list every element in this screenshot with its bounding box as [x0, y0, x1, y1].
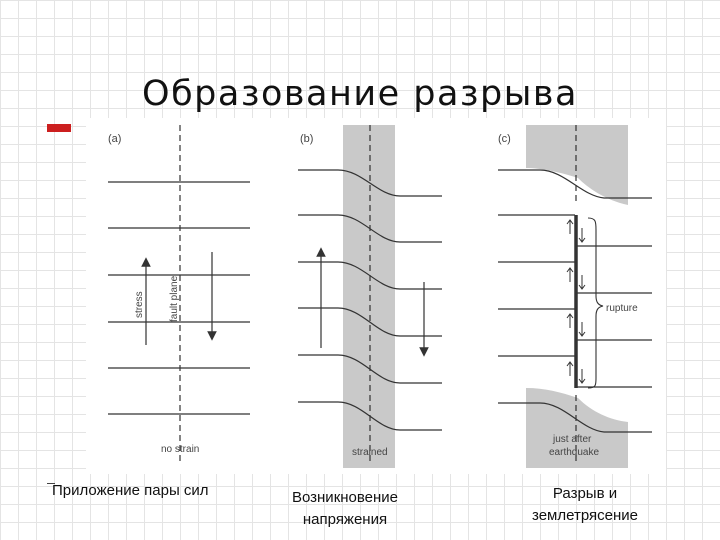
- panel-c-lower-strained-block: [526, 388, 628, 468]
- panel-a-fault-plane-label: fault plane: [169, 275, 180, 322]
- panel-a: (a) stress fault plane no strain: [108, 125, 250, 465]
- panel-c-bottom-label-2: earthquake: [549, 447, 599, 458]
- slip-arrow-down: [578, 322, 586, 337]
- slip-arrow-up: [566, 267, 574, 282]
- slide-title: Образование разрыва: [142, 74, 578, 114]
- slip-arrow-up: [566, 361, 574, 376]
- panel-c-bottom-label-1: just after: [552, 434, 592, 445]
- caption-c-line1: Разрыв и: [552, 485, 618, 502]
- panel-c-rupture-brace: [587, 217, 604, 389]
- panel-b-strained-zone: [343, 125, 395, 468]
- panel-c-lower-bent-line: [498, 402, 652, 433]
- slip-arrow-up: [566, 313, 574, 328]
- slip-arrow-down: [578, 369, 586, 384]
- panel-c-rupture-label: rupture: [606, 303, 638, 314]
- caption-a-line1: Приложение пары сил: [52, 482, 209, 499]
- panel-c-offset-lines: [498, 214, 652, 388]
- slip-arrow-down: [578, 275, 586, 290]
- bent-layer-line: [298, 214, 442, 243]
- panel-a-horizontal-lines: [108, 181, 250, 415]
- title-accent-bar: [47, 124, 71, 132]
- panel-b-bottom-label: strained: [352, 447, 388, 458]
- caption-c-line2: землетрясение: [532, 507, 638, 524]
- slip-arrow-down: [578, 228, 586, 243]
- panel-b-bent-lines: [298, 169, 442, 431]
- bent-layer-line: [298, 401, 442, 431]
- panel-c-slip-arrows: [566, 219, 586, 384]
- bent-layer-line: [298, 307, 442, 337]
- panel-a-stress-label: stress: [134, 291, 145, 318]
- caption-panel-b: Возникновение напряжения: [255, 487, 435, 531]
- bent-layer-line: [298, 261, 442, 290]
- slip-arrow-up: [566, 219, 574, 234]
- caption-tick: [47, 483, 55, 484]
- panel-b: (b) strained: [298, 125, 442, 468]
- panel-c-label: (c): [498, 133, 511, 145]
- bent-layer-line: [298, 169, 442, 197]
- panel-c-upper-strained-block: [526, 125, 628, 205]
- bent-layer-line: [298, 354, 442, 384]
- caption-b-line2: напряжения: [302, 511, 388, 528]
- caption-panel-a: Приложение пары сил: [52, 480, 252, 502]
- panel-c-upper-bent-line: [498, 169, 652, 199]
- panel-b-label: (b): [300, 133, 313, 145]
- panel-a-label: (a): [108, 133, 121, 145]
- panel-a-bottom-label: no strain: [161, 444, 199, 455]
- caption-b-line1: Возникновение: [291, 489, 399, 506]
- caption-panel-c: Разрыв и землетрясение: [505, 483, 665, 527]
- panel-c: (c): [498, 125, 652, 468]
